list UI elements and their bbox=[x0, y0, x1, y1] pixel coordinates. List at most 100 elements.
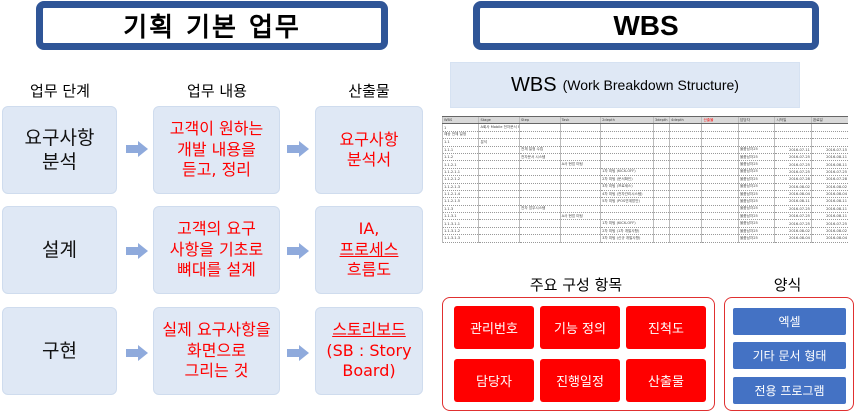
sheet-cell bbox=[652, 234, 670, 243]
content-line: 고객의 요구 bbox=[177, 219, 256, 239]
sheet-cell: 1.1 bbox=[441, 138, 479, 147]
format-frame bbox=[724, 297, 854, 411]
sheet-cell bbox=[652, 183, 670, 191]
output-line: 분석서 bbox=[346, 150, 392, 169]
sheet-cell bbox=[737, 138, 775, 147]
output-line: 스토리보드 bbox=[332, 320, 406, 340]
sheet-cell: 1.1.3.1 bbox=[441, 212, 479, 221]
stage-line: 설계 bbox=[42, 238, 77, 261]
sheet-cell: 2016-07-25 bbox=[810, 219, 848, 228]
sheet-header-cell: 4depth bbox=[669, 115, 702, 125]
sheet-cell bbox=[810, 123, 848, 132]
sheet-cell: 1.1.2.1.2 bbox=[441, 175, 479, 184]
sheet-cell: 2016-07-25 bbox=[774, 153, 812, 162]
sheet-cell bbox=[652, 146, 670, 154]
sheet-cell: 볼품남자25 bbox=[737, 212, 775, 221]
content-line: 그리는 것 bbox=[184, 361, 249, 381]
sheet-cell bbox=[600, 160, 654, 169]
sheet-cell: 전자 업무시스템 bbox=[519, 205, 561, 214]
wbs-subtitle-box: WBS (Work Breakdown Structure) bbox=[450, 62, 800, 108]
sheet-cell bbox=[478, 197, 520, 206]
sheet-cell bbox=[559, 205, 601, 214]
right-title: WBS bbox=[613, 9, 679, 41]
sheet-cell bbox=[559, 153, 601, 162]
sheet-cell bbox=[559, 168, 601, 177]
sheet-cell: 1차 미팅 (KICK-OFF) bbox=[600, 168, 654, 177]
output-box-analysis: 요구사항 분석서 bbox=[315, 106, 423, 194]
sheet-cell bbox=[559, 190, 601, 199]
sheet-cell bbox=[701, 153, 739, 162]
sheet-header-cell: 3depth bbox=[652, 115, 670, 125]
sheet-cell: 2016-08-04 bbox=[774, 190, 812, 199]
sheet-cell bbox=[701, 212, 739, 221]
sheet-cell: 2016-07-25 bbox=[774, 160, 812, 169]
sheet-cell: 볼품남자25 bbox=[737, 153, 775, 162]
format-excel: 엑셀 bbox=[733, 308, 846, 335]
sheet-cell: 2016-08-11 bbox=[810, 153, 848, 162]
sheet-cell: 2016-07-28 bbox=[774, 175, 812, 184]
sheet-cell bbox=[669, 175, 702, 184]
column-header-content: 업무 내용 bbox=[187, 82, 247, 100]
output-line: IA, bbox=[358, 219, 380, 239]
sheet-cell bbox=[652, 197, 670, 206]
sheet-cell bbox=[478, 212, 520, 221]
sheet-cell bbox=[701, 190, 739, 199]
sheet-cell bbox=[669, 227, 702, 236]
sheet-cell bbox=[478, 160, 520, 169]
sheet-cell bbox=[519, 183, 561, 191]
sheet-cell: 2016-07-25 bbox=[774, 168, 812, 177]
sheet-cell: 1.1.2.1 bbox=[441, 160, 479, 169]
output-box-implementation: 스토리보드 (SB : Story Board) bbox=[315, 307, 423, 395]
sheet-cell bbox=[701, 234, 739, 243]
sheet-cell: 1.1.3.1.1 bbox=[441, 219, 479, 228]
sheet-cell: 2016-08-11 bbox=[810, 160, 848, 169]
items-frame bbox=[442, 297, 715, 411]
sheet-cell bbox=[652, 219, 670, 228]
sheet-cell: 2016-07-25 bbox=[774, 212, 812, 221]
sheet-cell: 2016-08-04 bbox=[774, 234, 812, 243]
sheet-header-cell: Task bbox=[559, 115, 601, 125]
sheet-cell: 2차 미팅 (문서확인) bbox=[600, 175, 654, 184]
sheet-cell bbox=[652, 190, 670, 199]
format-section-title: 양식 bbox=[773, 276, 802, 294]
sheet-cell bbox=[600, 123, 654, 132]
sheet-cell bbox=[669, 160, 702, 169]
stage-box-analysis: 요구사항 분석 bbox=[2, 106, 117, 194]
sheet-cell bbox=[652, 131, 670, 140]
right-arrow-icon bbox=[126, 345, 148, 361]
sheet-cell bbox=[478, 131, 520, 140]
sheet-cell bbox=[478, 234, 520, 243]
sheet-cell bbox=[519, 197, 561, 206]
sheet-cell: 볼품남자25 bbox=[737, 183, 775, 191]
sheet-cell: 5차 미팅 (POS연계방안) bbox=[600, 197, 654, 206]
content-line: 사항을 기초로 bbox=[169, 239, 264, 259]
format-dedicated-program-label: 전용 프로그램 bbox=[754, 384, 825, 398]
sheet-cell bbox=[600, 153, 654, 162]
sheet-cell bbox=[669, 197, 702, 206]
sheet-cell bbox=[701, 183, 739, 191]
sheet-cell bbox=[701, 160, 739, 169]
sheet-cell bbox=[669, 219, 702, 228]
sheet-cell bbox=[774, 123, 812, 132]
sheet-cell: 2016-08-11 bbox=[810, 205, 848, 214]
content-line: 개발 내용을 bbox=[177, 139, 256, 159]
content-box-design: 고객의 요구 사항을 기초로 뼈대를 설계 bbox=[153, 206, 280, 294]
sheet-cell bbox=[652, 212, 670, 221]
sheet-cell: 1.1.2.1.1 bbox=[441, 168, 479, 177]
content-box-analysis: 고객이 원하는 개발 내용을 듣고, 정리 bbox=[153, 106, 280, 194]
sheet-cell bbox=[669, 153, 702, 162]
sheet-cell bbox=[478, 168, 520, 177]
content-line: 고객이 원하는 bbox=[169, 119, 264, 139]
sheet-cell bbox=[519, 234, 561, 243]
content-line: 듣고, 정리 bbox=[181, 160, 252, 180]
sheet-cell bbox=[519, 219, 561, 228]
sheet-cell bbox=[519, 123, 561, 132]
sheet-cell bbox=[669, 131, 702, 140]
sheet-row: 예상 전체 일정 bbox=[441, 131, 848, 140]
